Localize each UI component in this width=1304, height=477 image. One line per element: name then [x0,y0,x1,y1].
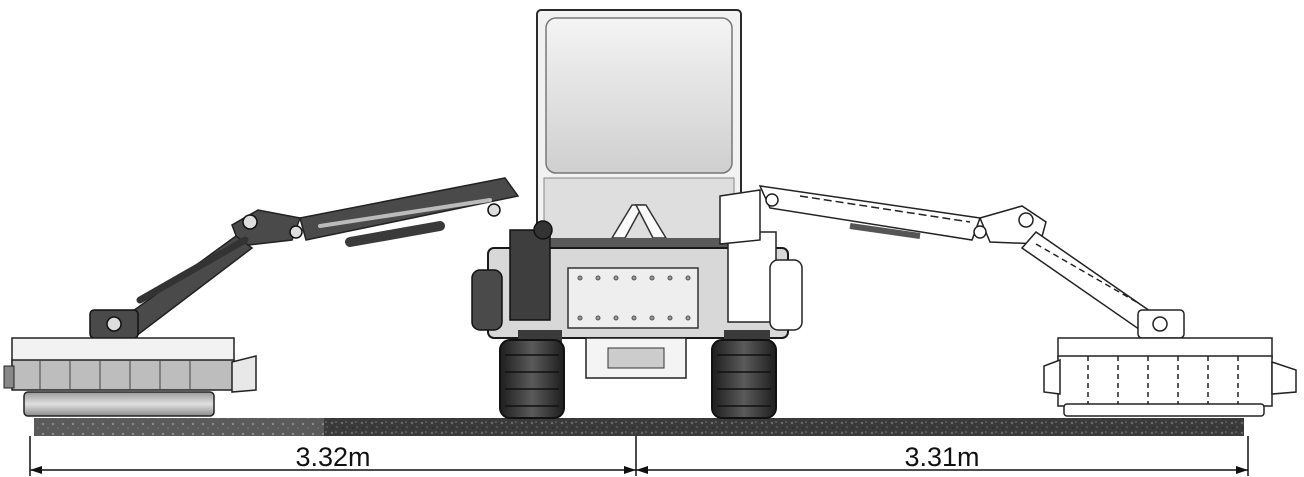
right-reach-dimension: 3.31m [904,442,979,472]
flail-mower-icon [3,337,257,417]
tractor-body [471,229,803,379]
tractor-wheel-right [711,339,777,419]
tractor-wheel-left [499,339,565,419]
left-boom-arm [89,177,553,339]
dimension-lines [29,436,1249,476]
flail-mower-outline-icon [1043,337,1297,417]
right-boom-arm [719,185,1185,339]
tractor-cab [536,9,742,261]
left-reach-dimension: 3.32m [295,442,370,472]
ground-strip [34,418,1244,436]
